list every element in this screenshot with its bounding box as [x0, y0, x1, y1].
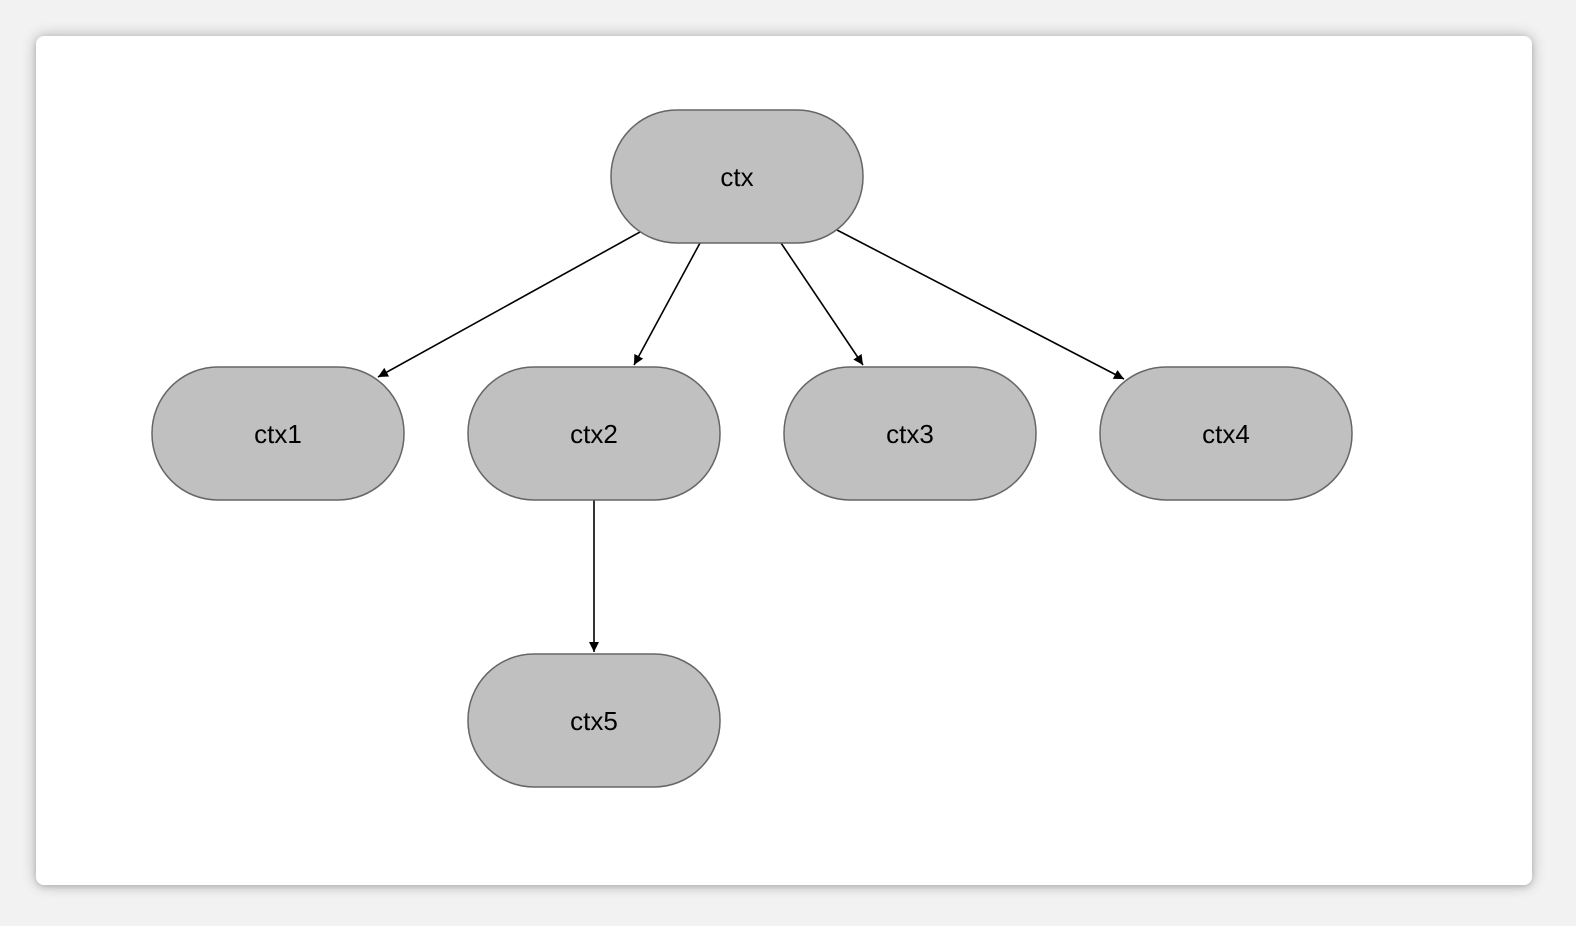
node-label: ctx2 [570, 419, 618, 449]
edge-ctx-ctx3 [780, 242, 864, 366]
node-ctx4[interactable]: ctx4 [1099, 366, 1353, 501]
node-label: ctx4 [1202, 419, 1250, 449]
node-label: ctx5 [570, 706, 618, 736]
node-ctx5[interactable]: ctx5 [467, 653, 721, 788]
node-ctx[interactable]: ctx [610, 109, 864, 244]
node-ctx3[interactable]: ctx3 [783, 366, 1037, 501]
node-label: ctx1 [254, 419, 302, 449]
node-ctx1[interactable]: ctx1 [151, 366, 405, 501]
edge-ctx-ctx2 [633, 242, 701, 366]
node-ctx2[interactable]: ctx2 [467, 366, 721, 501]
node-label: ctx [720, 162, 753, 192]
edge-ctx-ctx4 [836, 229, 1125, 380]
node-label: ctx3 [886, 419, 934, 449]
edge-ctx-ctx1 [377, 231, 641, 378]
